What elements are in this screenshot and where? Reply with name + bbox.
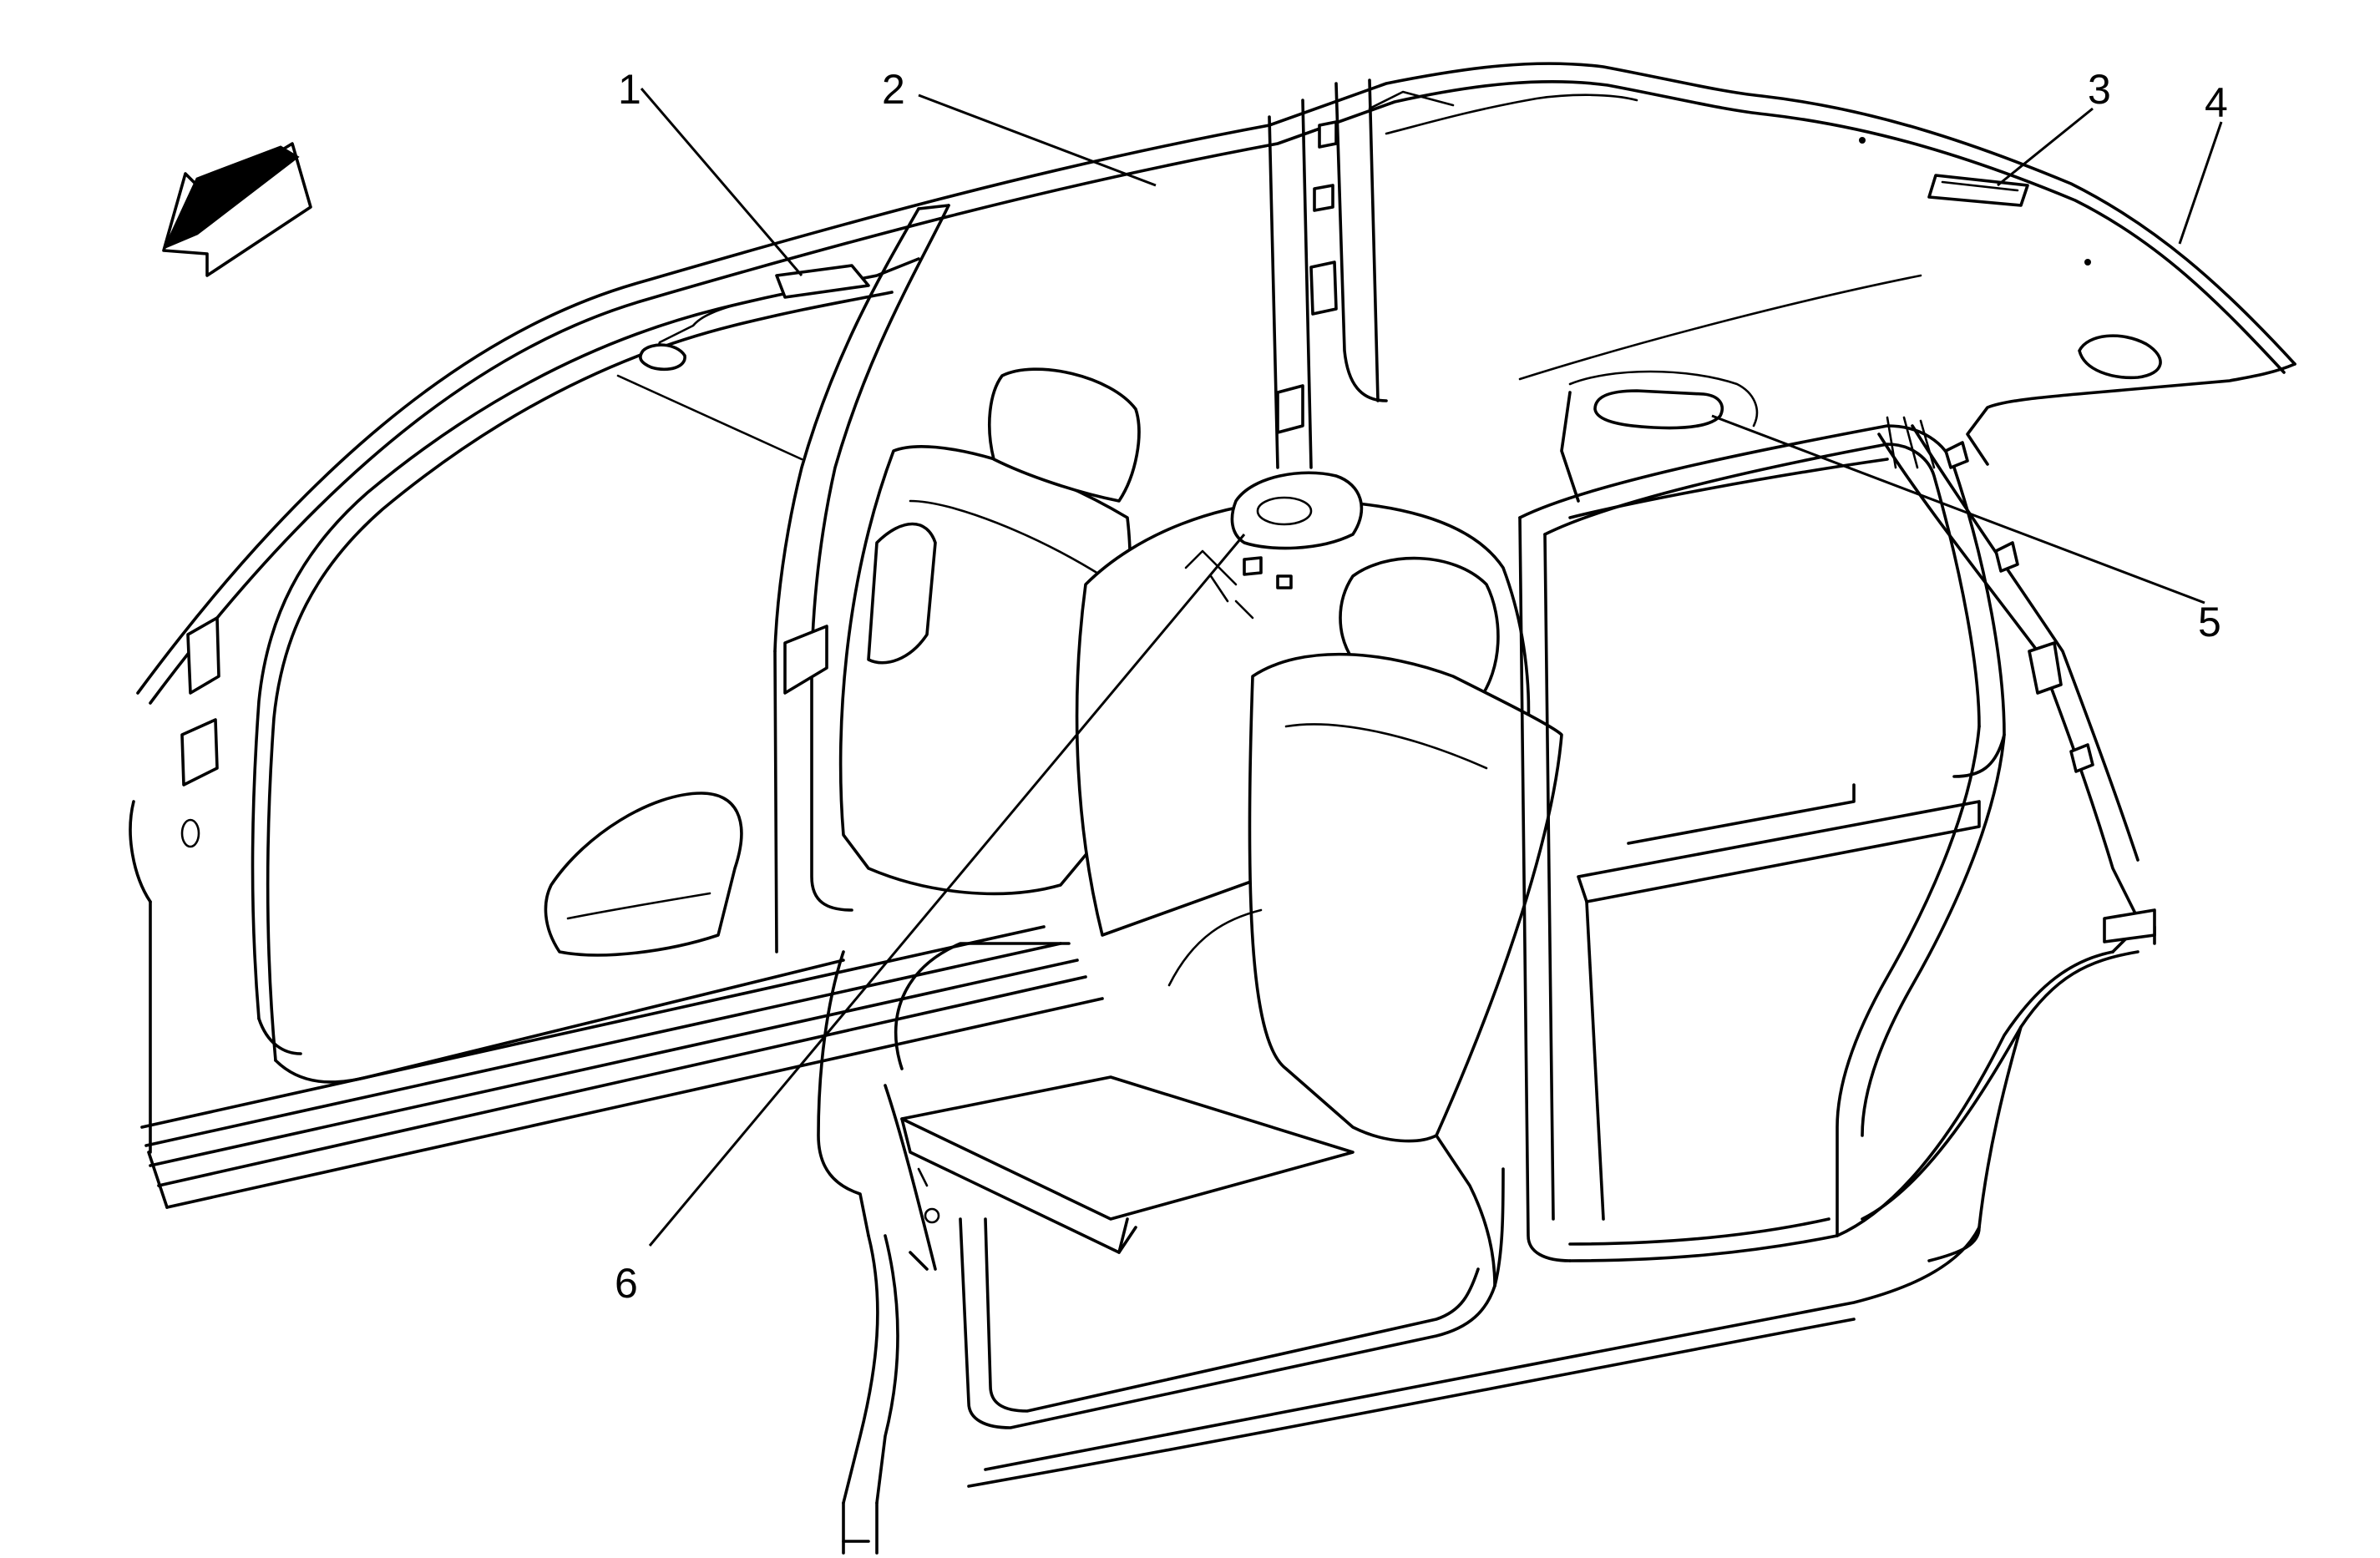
front-rocker-panel: [140, 925, 1104, 1209]
leader-line-2: [918, 94, 1157, 187]
b-pillar: [773, 78, 1388, 954]
callout-4: 4: [2205, 79, 2228, 126]
callout-2: 2: [882, 66, 905, 113]
front-door-opening: [129, 257, 920, 1154]
rear-quarter-panel: [967, 725, 2156, 1488]
leader-line-1: [640, 88, 803, 276]
leader-line-4: [2178, 121, 2223, 245]
roof-headliner: [136, 62, 2296, 705]
center-door-sill: [817, 950, 1505, 1555]
leader-line-3: [1997, 107, 2094, 187]
front-direction-arrow-icon: [162, 142, 312, 277]
leader-lines: [640, 88, 2223, 1247]
leader-line-5: [1711, 414, 2205, 604]
leader-line-6: [648, 534, 1246, 1247]
callout-labels: 1 2 3 4 5 6: [615, 66, 2228, 1307]
front-seat: [544, 367, 1141, 957]
callout-6: 6: [615, 1260, 638, 1307]
callout-3: 3: [2088, 66, 2111, 113]
callout-1: 1: [618, 66, 641, 113]
rear-seat-assembly: [894, 471, 1563, 1254]
rear-door-opening: [1518, 370, 2139, 1262]
callout-5: 5: [2198, 599, 2221, 645]
